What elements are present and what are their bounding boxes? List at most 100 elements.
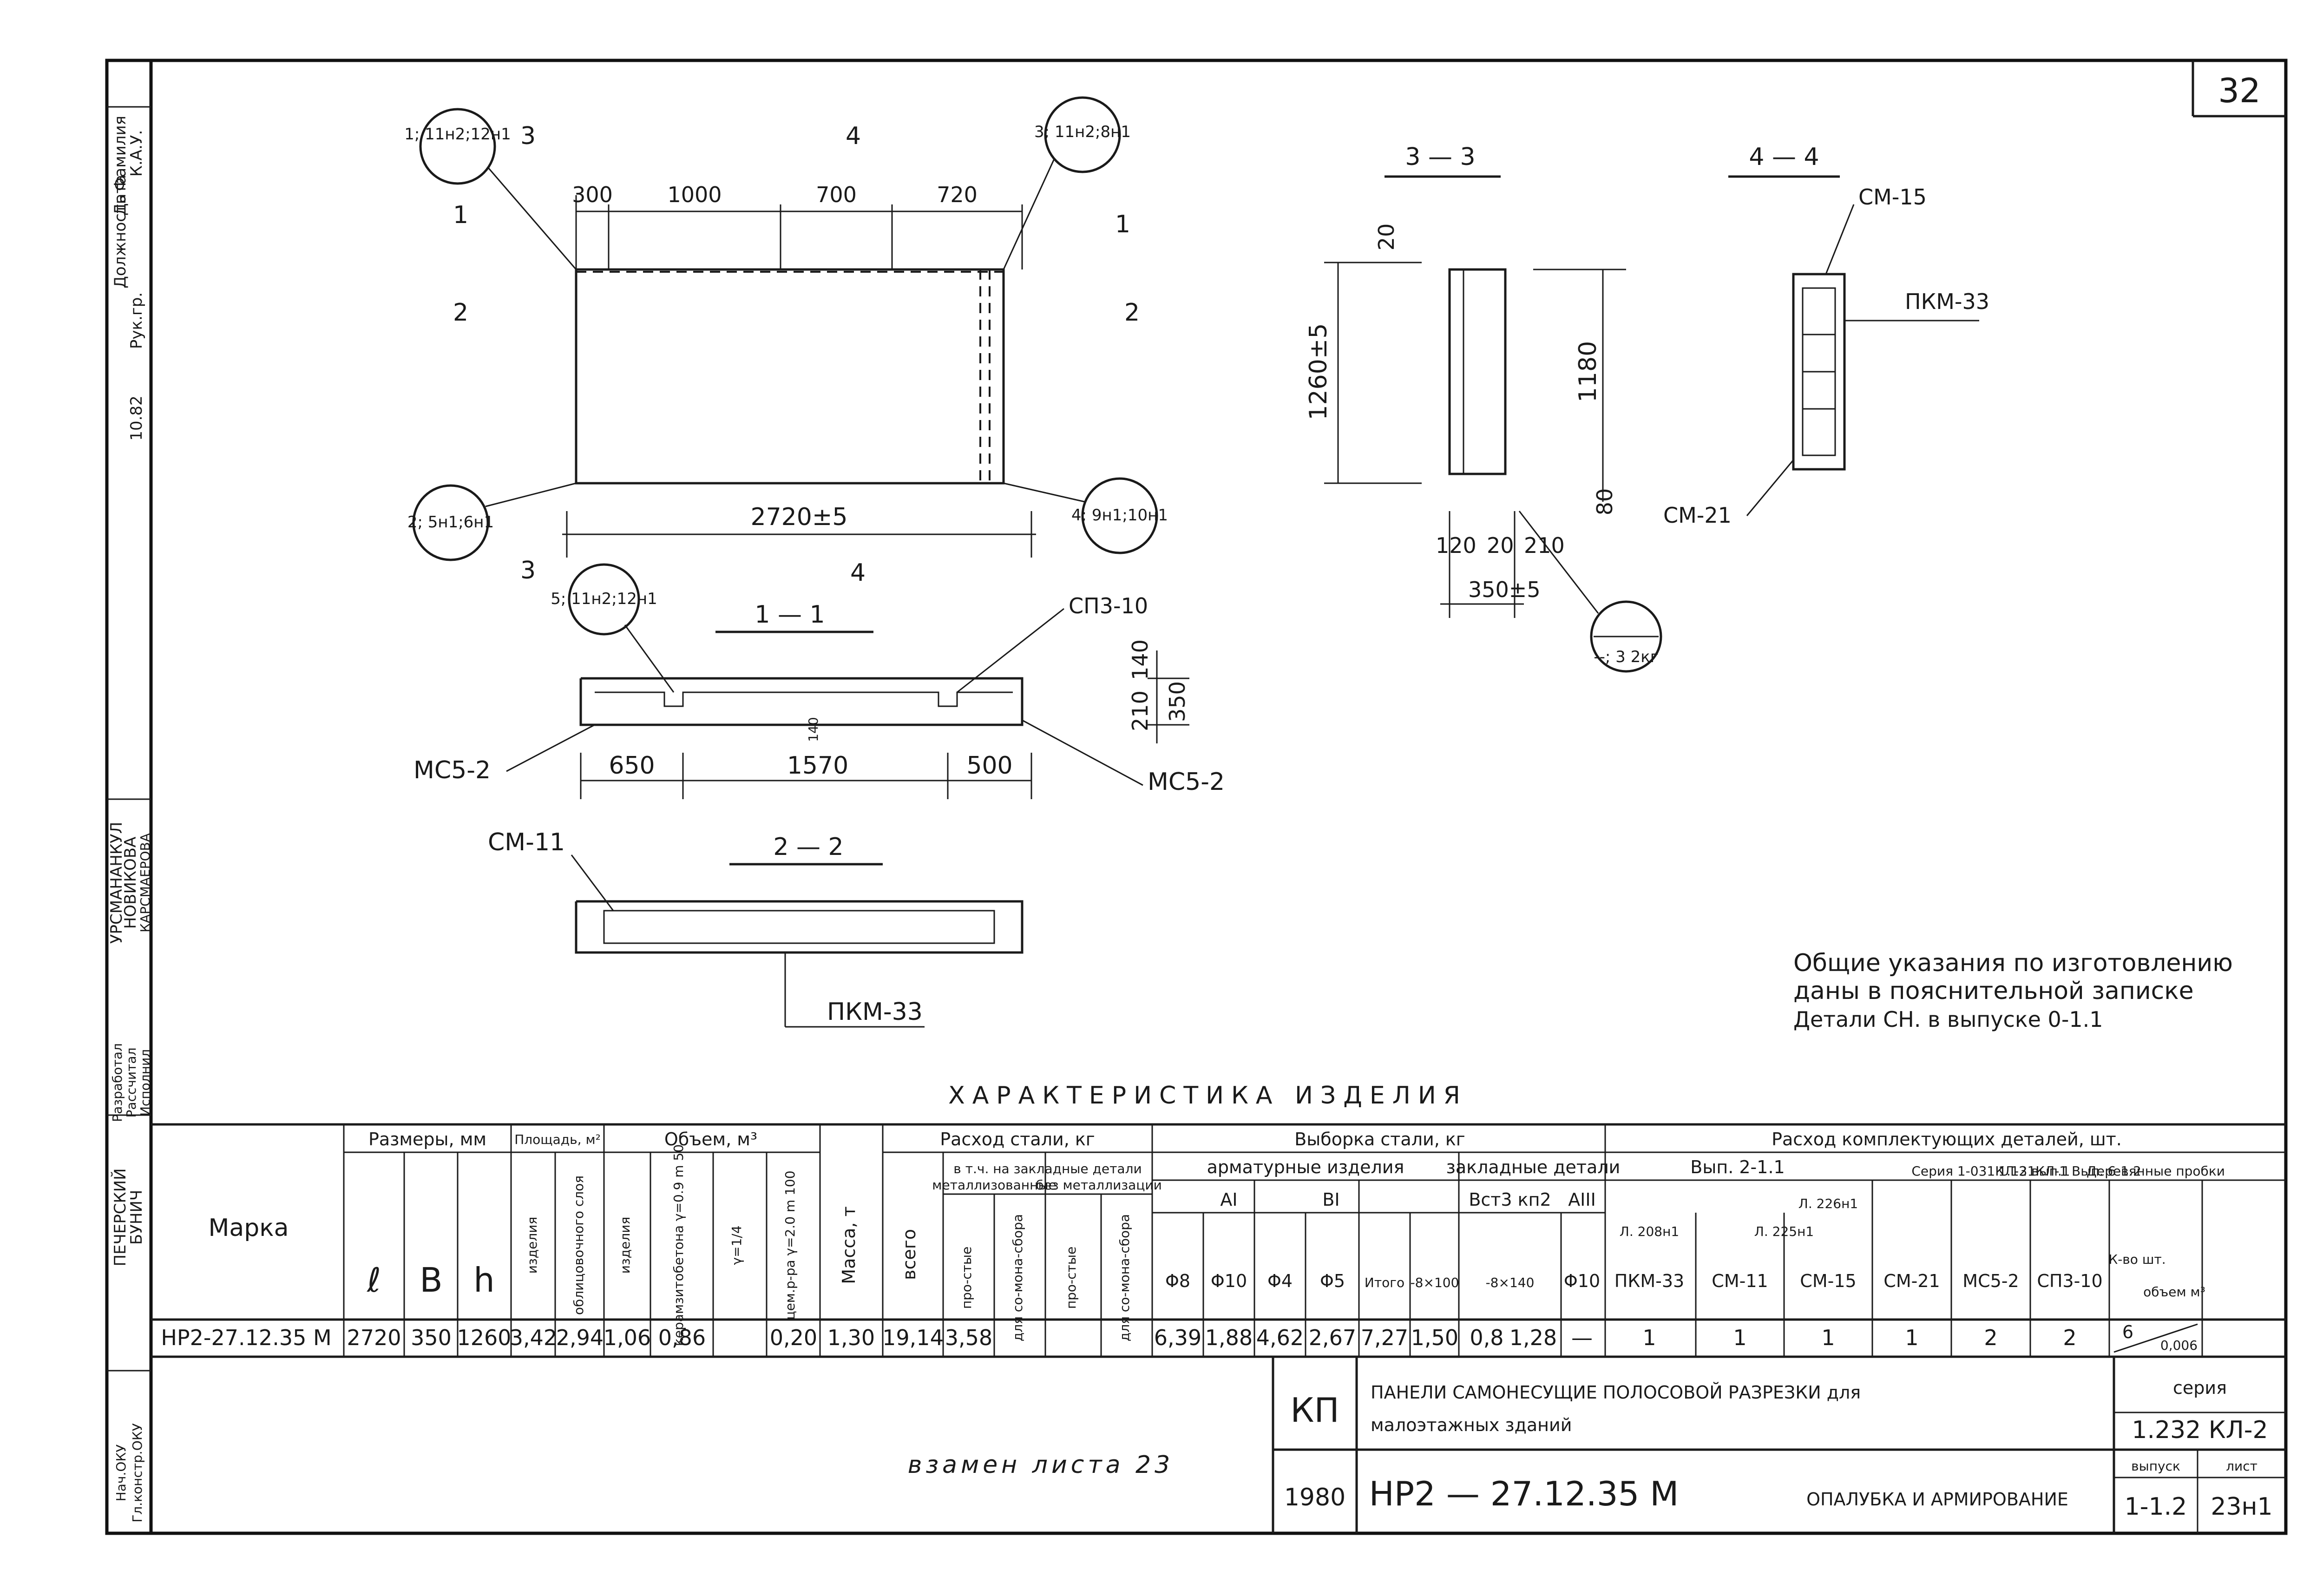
callout-3: 3; 11н2;8н1 [1034, 123, 1131, 141]
section-11-dim-1570: 1570 [787, 752, 848, 780]
stamp-name-1: УРСМАНАНКУЛ [107, 822, 126, 944]
stamp-top-header-role: Должность [111, 195, 130, 288]
cell-l: 2720 [347, 1325, 401, 1350]
section-44-tag-sm15: СМ-15 [1858, 184, 1927, 210]
th-steel-total: всего [899, 1229, 919, 1280]
th-embed: закладные детали [1446, 1157, 1621, 1177]
th-sm21: СМ-21 [1883, 1271, 1940, 1291]
stamp-top-header-name: Фамилия [111, 116, 130, 191]
stamp-role-3: Исполнил [138, 1049, 153, 1116]
th-wood-count: К-во шт. [2108, 1252, 2166, 1267]
section-44-tag-sm21: СМ-21 [1663, 503, 1732, 528]
tb-year: 1980 [1284, 1484, 1345, 1511]
plan-dim-1000: 1000 [667, 182, 722, 207]
th-itogo: Итого [1365, 1275, 1404, 1290]
sheet-number: 32 [2218, 71, 2261, 110]
th-class-bi: ВI [1322, 1189, 1339, 1210]
cell-f10: 1,88 [1205, 1325, 1253, 1350]
section-44-tag-pkm33: ПКМ-33 [1905, 289, 1989, 314]
th-wood-vol: объем м³ [2143, 1284, 2205, 1300]
plan-view: 300 1000 700 720 2720±5 1; 11н2;12н1 3; … [404, 96, 1168, 587]
section-22-tag-bottom: ПКМ-33 [827, 998, 923, 1026]
th-parts-series2: 1.131КЛ-1 Вып. 6-1.2 [1998, 1163, 2141, 1179]
th-f10: Φ10 [1211, 1271, 1247, 1291]
section-mark-4-bottom: 4 [850, 559, 866, 587]
table-title: ХАРАКТЕРИСТИКА ИЗДЕЛИЯ [948, 1082, 1468, 1110]
stamp-name-3: КАРСМАЕРОВА [138, 833, 153, 933]
th-class-aiii: АIII [1568, 1189, 1596, 1210]
section-mark-4-top: 4 [846, 122, 861, 150]
section-33-callout: --; 3 2кг [1594, 648, 1658, 666]
stamp-top-date: 10.82 [127, 395, 146, 440]
cell-marka: НР2-27.12.35 М [161, 1325, 331, 1350]
cell-steel-m1: 3,58 [945, 1325, 992, 1350]
th-size-l: ℓ [366, 1261, 381, 1300]
th-sheet-226: Л. 226н1 [1798, 1196, 1858, 1211]
cell-vol1: 1,06 [604, 1325, 651, 1350]
th-size-b: B [420, 1261, 442, 1300]
th-vol-cement: цем.р-ра γ=2.0 m 100 [782, 1170, 798, 1320]
characteristics-table [151, 1123, 2286, 1358]
section-11-dim-210: 210 [1128, 690, 1153, 731]
section-33-title: 3 — 3 [1405, 143, 1475, 171]
section-33-dim-20: 20 [1374, 223, 1399, 251]
section-11-dim-mid: 140 [806, 717, 821, 742]
tb-issue: 1-1.2 [2125, 1493, 2187, 1521]
th-sizes: Размеры, мм [368, 1129, 486, 1149]
stamp-name-2: НОВИКОВА [121, 837, 140, 929]
th-vol-g: γ=1/4 [729, 1225, 744, 1265]
section-11-dim-350: 350 [1165, 681, 1190, 722]
panel-outline [575, 268, 1005, 485]
th-steel-embed: в т.ч. на закладные детали [953, 1161, 1142, 1176]
tb-sheet: 23н1 [2211, 1493, 2272, 1521]
th-size-h: h [473, 1261, 495, 1300]
section-44-title: 4 — 4 [1749, 143, 1819, 171]
tb-series: 1.232 КЛ-2 [2132, 1416, 2268, 1444]
cell-mass: 1,30 [827, 1325, 875, 1350]
tb-title-line2: малоэтажных зданий [1371, 1415, 1572, 1435]
note-line-3: Детали СН. в выпуске 0-1.1 [1793, 1007, 2103, 1032]
th-area-product: изделия [525, 1217, 540, 1274]
tb-subtitle: ОПАЛУБКА И АРМИРОВАНИЕ [1806, 1489, 2068, 1510]
tb-issue-label: выпуск [2131, 1458, 2180, 1474]
cell-area2: 2,94 [556, 1325, 604, 1350]
section-33-dim-210: 210 [1524, 533, 1565, 558]
section-mark-1-left: 1 [453, 201, 468, 229]
th-e2: -8×140 [1486, 1275, 1535, 1290]
cell-p4: 1 [1905, 1325, 1918, 1350]
th-area-facing: облицовочного слоя [571, 1176, 586, 1315]
th-class-vst: Вст3 кп2 [1469, 1189, 1551, 1210]
cell-p2: 1 [1733, 1325, 1746, 1350]
th-pkm33: ПКМ-33 [1614, 1271, 1684, 1291]
stamp-top-role: Рук.гр. [127, 292, 146, 349]
cell-p1: 1 [1642, 1325, 1656, 1350]
th-sheet-208: Л. 208н1 [1620, 1224, 1679, 1239]
callout-2: 2; 5н1;6н1 [407, 513, 494, 532]
th-steel-s2: для со-мона-сбора [1010, 1214, 1025, 1341]
section-3-3: 3 — 3 1260±5 20 1180 80 120 20 210 350±5… [1305, 143, 1662, 673]
title-block: КП 1980 ПАНЕЛИ САМОНЕСУЩИЕ ПОЛОСОВОЙ РАЗ… [908, 1357, 2286, 1533]
note-line-1: Общие указания по изготовлению [1793, 949, 2233, 977]
cell-steel-total: 19,14 [882, 1325, 944, 1350]
section-22-title: 2 — 2 [773, 833, 843, 861]
section-11-dim-650: 650 [609, 752, 655, 780]
cell-p5: 2 [1984, 1325, 1997, 1350]
section-mark-3-top: 3 [520, 122, 536, 150]
th-vol-keramzit: керамзитобетона γ=0.9 m 50 [671, 1144, 686, 1346]
section-mark-1-right: 1 [1115, 210, 1130, 238]
section-11-tag-sp3: СП3-10 [1069, 593, 1148, 618]
tb-mark: НР2 — 27.12.35 М [1369, 1474, 1679, 1513]
th-steel-s4: для со-мона-сбора [1117, 1214, 1132, 1341]
sheet-frame [105, 59, 2288, 1535]
th-ms52: МС5-2 [1962, 1271, 2019, 1291]
th-steel: Расход стали, кг [940, 1129, 1095, 1149]
stamp-role-1: Разработал [110, 1043, 125, 1122]
th-volume: Объем, м³ [664, 1129, 757, 1149]
cell-e3: 1,28 [1509, 1325, 1557, 1350]
cell-e4: — [1571, 1325, 1593, 1350]
th-sp310: СП3-10 [2037, 1271, 2102, 1291]
cell-area1: 3,42 [510, 1325, 557, 1350]
th-e3: Φ10 [1564, 1271, 1600, 1291]
th-class-ai: АI [1220, 1189, 1237, 1210]
